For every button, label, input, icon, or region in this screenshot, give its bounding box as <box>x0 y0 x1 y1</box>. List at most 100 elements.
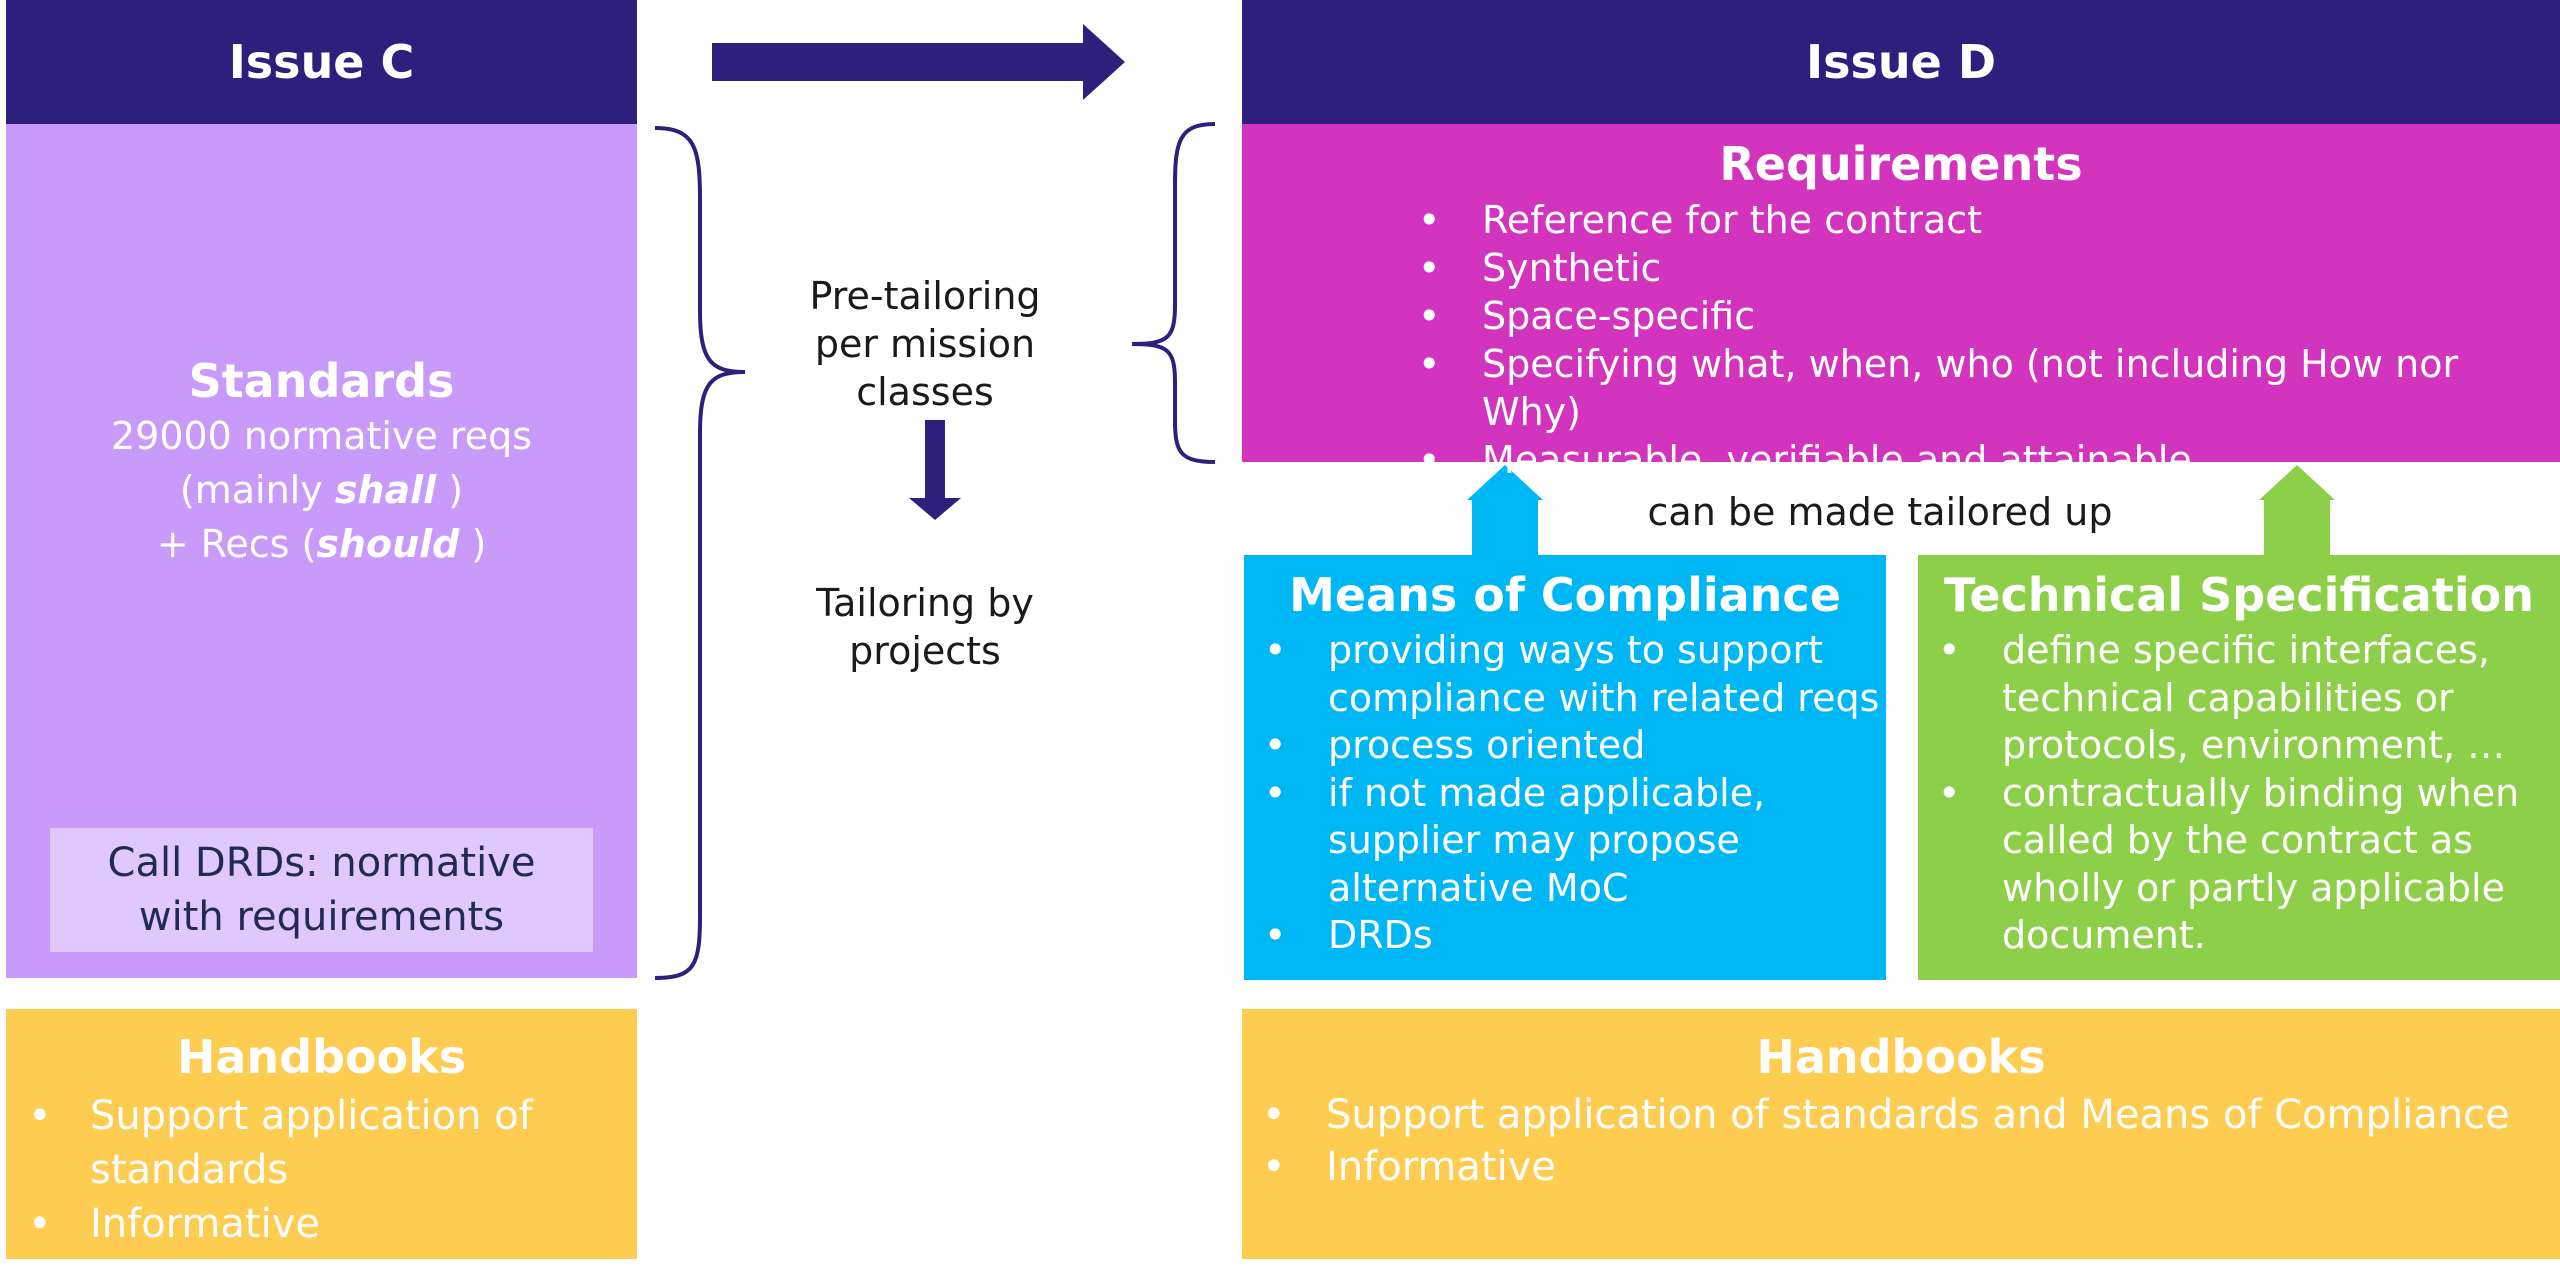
requirements-bullet-4-text: Specifying what, when, who (not includin… <box>1482 342 2459 434</box>
requirements-bullet-1: • Reference for the contract <box>1242 196 2560 244</box>
pre-tailoring-label: Pre-tailoring per mission classes <box>780 272 1070 416</box>
moc-bullet-3-line3: alternative MoC <box>1328 865 1629 910</box>
techspec-bullet-1-line3: protocols, environment, … <box>2002 723 2506 767</box>
standards-line3: + Recs (should ) <box>6 517 637 571</box>
pre-tailoring-line3: classes <box>856 370 994 414</box>
issue-c-to-d-arrow <box>712 24 1125 100</box>
techspec-bullets: • define specific interfaces, technical … <box>1918 627 2560 960</box>
moc-bullet-1-line1: providing ways to support <box>1328 628 1824 672</box>
handbooks-c-bullet-2: • Informative <box>6 1197 637 1251</box>
tailoring-label: Tailoring by projects <box>780 579 1070 675</box>
techspec-bullet-1-line2: technical capabilities or <box>2002 675 2454 720</box>
moc-bullet-2-line1: process oriented <box>1328 723 1646 767</box>
standards-line1: 29000 normative reqs <box>110 414 533 458</box>
moc-bullet-3-line1: if not made applicable, <box>1328 770 1766 815</box>
handbooks-d-bullet-1-text: Support application of standards and Mea… <box>1326 1092 2510 1138</box>
requirements-bullet-4: • Specifying what, when, who (not includ… <box>1242 340 2560 436</box>
requirements-bullets: • Reference for the contract • Synthetic… <box>1242 196 2560 484</box>
requirements-bullet-2-text: Synthetic <box>1482 246 1662 290</box>
moc-bullet-1: • providing ways to support compliance w… <box>1244 627 1886 722</box>
bullet-dot: • <box>1938 628 1961 672</box>
left-brace-bracket <box>1131 122 1216 464</box>
techspec-title: Technical Specification <box>1944 568 2534 622</box>
bullet-dot: • <box>1418 246 1441 290</box>
bullet-dot: • <box>1264 770 1287 815</box>
standards-line3-prefix: + Recs ( <box>156 522 317 566</box>
bullet-dot: • <box>1264 913 1287 957</box>
requirements-bullet-5-text: Measurable, verifiable and attainable <box>1482 438 2192 482</box>
bullet-dot: • <box>28 1201 52 1247</box>
techspec-up-arrow <box>2259 465 2335 555</box>
bullet-dot: • <box>1264 628 1287 672</box>
handbooks-c-bullet-1: • Support application of standards <box>6 1089 637 1197</box>
handbooks-d-bullet-2: • Informative <box>1242 1141 2560 1193</box>
moc-up-arrow <box>1467 465 1543 555</box>
bullet-dot: • <box>28 1093 52 1139</box>
shall-keyword: shall <box>334 468 437 512</box>
should-keyword: should <box>316 522 460 566</box>
techspec-bullet-2: • contractually binding when called by t… <box>1918 770 2560 960</box>
handbooks-c-title: Handbooks <box>176 1030 467 1084</box>
moc-box: Means of Compliance • providing ways to … <box>1244 555 1886 980</box>
handbooks-d-bullet-1: • Support application of standards and M… <box>1242 1089 2560 1141</box>
bullet-dot: • <box>1938 770 1961 815</box>
bullet-dot: • <box>1418 198 1441 242</box>
bullet-dot: • <box>1418 342 1441 386</box>
handbooks-d-title: Handbooks <box>1756 1030 2046 1084</box>
standards-line3-suffix: ) <box>459 522 487 566</box>
handbooks-d-bullet-2-text: Informative <box>1326 1144 1556 1190</box>
tailoring-down-arrow <box>909 420 961 520</box>
standards-title: Standards <box>188 354 455 408</box>
standards-line2-suffix: ) <box>436 468 464 512</box>
tailored-up-label: can be made tailored up <box>1647 490 2113 534</box>
standards-line2: (mainly shall ) <box>6 463 637 517</box>
bullet-dot: • <box>1262 1144 1286 1190</box>
handbooks-c-box: Handbooks • Support application of stand… <box>6 1009 637 1259</box>
techspec-bullet-2-line3: wholly or partly applicable <box>2002 865 2505 910</box>
pre-tailoring-line2: per mission <box>814 322 1036 366</box>
standards-box: Standards 29000 normative reqs (mainly s… <box>6 124 637 978</box>
bullet-dot: • <box>1418 294 1441 338</box>
bullet-dot: • <box>1262 1092 1286 1138</box>
drd-line1: Call DRDs: normative <box>107 840 536 886</box>
handbooks-c-bullet-1-line2: standards <box>90 1147 289 1193</box>
requirements-bullet-3-text: Space-specific <box>1482 294 1756 338</box>
requirements-bullet-5: • Measurable, verifiable and attainable <box>1242 436 2560 484</box>
techspec-bullet-2-line4: document. <box>2002 913 2206 957</box>
moc-bullet-2: • process oriented <box>1244 722 1886 770</box>
requirements-title: Requirements <box>1719 137 2083 191</box>
requirements-bullet-3: • Space-specific <box>1242 292 2560 340</box>
right-brace-bracket <box>654 126 746 980</box>
handbooks-d-box: Handbooks • Support application of stand… <box>1242 1009 2560 1259</box>
bullet-dot: • <box>1418 438 1441 482</box>
techspec-box: Technical Specification • define specifi… <box>1918 555 2560 980</box>
moc-bullet-3: • if not made applicable, supplier may p… <box>1244 770 1886 913</box>
drd-box: Call DRDs: normative with requirements <box>50 828 593 952</box>
handbooks-c-bullet-2-text: Informative <box>90 1201 320 1247</box>
standards-line2-prefix: (mainly <box>179 468 335 512</box>
requirements-bullet-1-text: Reference for the contract <box>1482 198 1983 242</box>
requirements-box: Requirements • Reference for the contrac… <box>1242 124 2560 482</box>
issue-c-title: Issue C <box>228 35 415 89</box>
drd-line2: with requirements <box>138 894 505 940</box>
issue-d-title: Issue D <box>1805 35 1997 89</box>
handbooks-c-bullet-1-line1: Support application of <box>90 1093 533 1139</box>
moc-title: Means of Compliance <box>1289 568 1841 622</box>
bullet-dot: • <box>1264 723 1287 767</box>
tailoring-line1: Tailoring by <box>816 581 1034 625</box>
techspec-bullet-1: • define specific interfaces, technical … <box>1918 627 2560 770</box>
moc-bullet-4: • DRDs <box>1244 912 1886 960</box>
moc-bullets: • providing ways to support compliance w… <box>1244 627 1886 960</box>
requirements-bullet-2: • Synthetic <box>1242 244 2560 292</box>
techspec-bullet-2-line1: contractually binding when <box>2002 770 2520 815</box>
moc-bullet-1-line2: compliance with related reqs <box>1328 675 1880 720</box>
issue-c-header: Issue C <box>6 0 637 124</box>
techspec-bullet-1-line1: define specific interfaces, <box>2002 628 2490 672</box>
moc-bullet-4-line1: DRDs <box>1328 913 1433 957</box>
techspec-bullet-2-line2: called by the contract as <box>2002 818 2473 862</box>
pre-tailoring-line1: Pre-tailoring <box>809 274 1041 318</box>
issue-d-header: Issue D <box>1242 0 2560 124</box>
moc-bullet-3-line2: supplier may propose <box>1328 818 1740 862</box>
tailoring-line2: projects <box>849 629 1001 673</box>
